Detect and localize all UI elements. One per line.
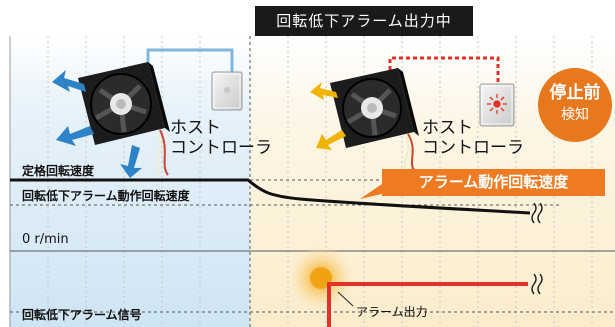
airflow-arrows <box>52 70 142 178</box>
badge-pointer <box>360 184 382 199</box>
break-mark-icon <box>531 273 543 295</box>
left-controller-cable <box>146 48 234 74</box>
right-host-line1: ホスト <box>422 118 473 138</box>
alarm-signal-label: 回転低下アラーム信号 <box>22 308 142 322</box>
alarm-output-leader <box>337 291 354 307</box>
alarm-operating-speed-badge: アラーム動作回転速度 <box>382 169 605 196</box>
airflow-arrows <box>310 82 346 150</box>
zero-speed-label: 0 r/min <box>22 232 69 247</box>
right-host-label: ホスト コントローラ <box>422 118 524 158</box>
controller-box-icon <box>211 71 243 111</box>
fan-icon <box>78 62 170 176</box>
alarm-output-label: アラーム出力 <box>356 305 428 319</box>
left-host-line1: ホスト <box>170 118 221 138</box>
alarm-banner: 回転低下アラーム出力中 <box>255 6 473 36</box>
break-mark-icon <box>531 202 543 224</box>
fan-speed-curve <box>10 178 531 215</box>
left-host-line2: コントローラ <box>170 138 272 158</box>
badge-main-text: 停止前 <box>549 83 601 103</box>
alarm-threshold-label: 回転低下アラーム動作回転速度 <box>22 189 190 203</box>
alarm-signal-line <box>327 282 528 327</box>
right-host-line2: コントローラ <box>422 138 524 158</box>
right-controller-cable <box>388 56 500 86</box>
stop-detection-badge: 停止前 検知 <box>538 68 612 142</box>
rated-speed-label: 定格回転速度 <box>22 164 95 178</box>
fan-icon <box>330 68 419 171</box>
alarm-light-icon <box>487 94 507 114</box>
badge-sub-text: 検知 <box>561 107 589 123</box>
left-host-label: ホスト コントローラ <box>170 118 272 158</box>
